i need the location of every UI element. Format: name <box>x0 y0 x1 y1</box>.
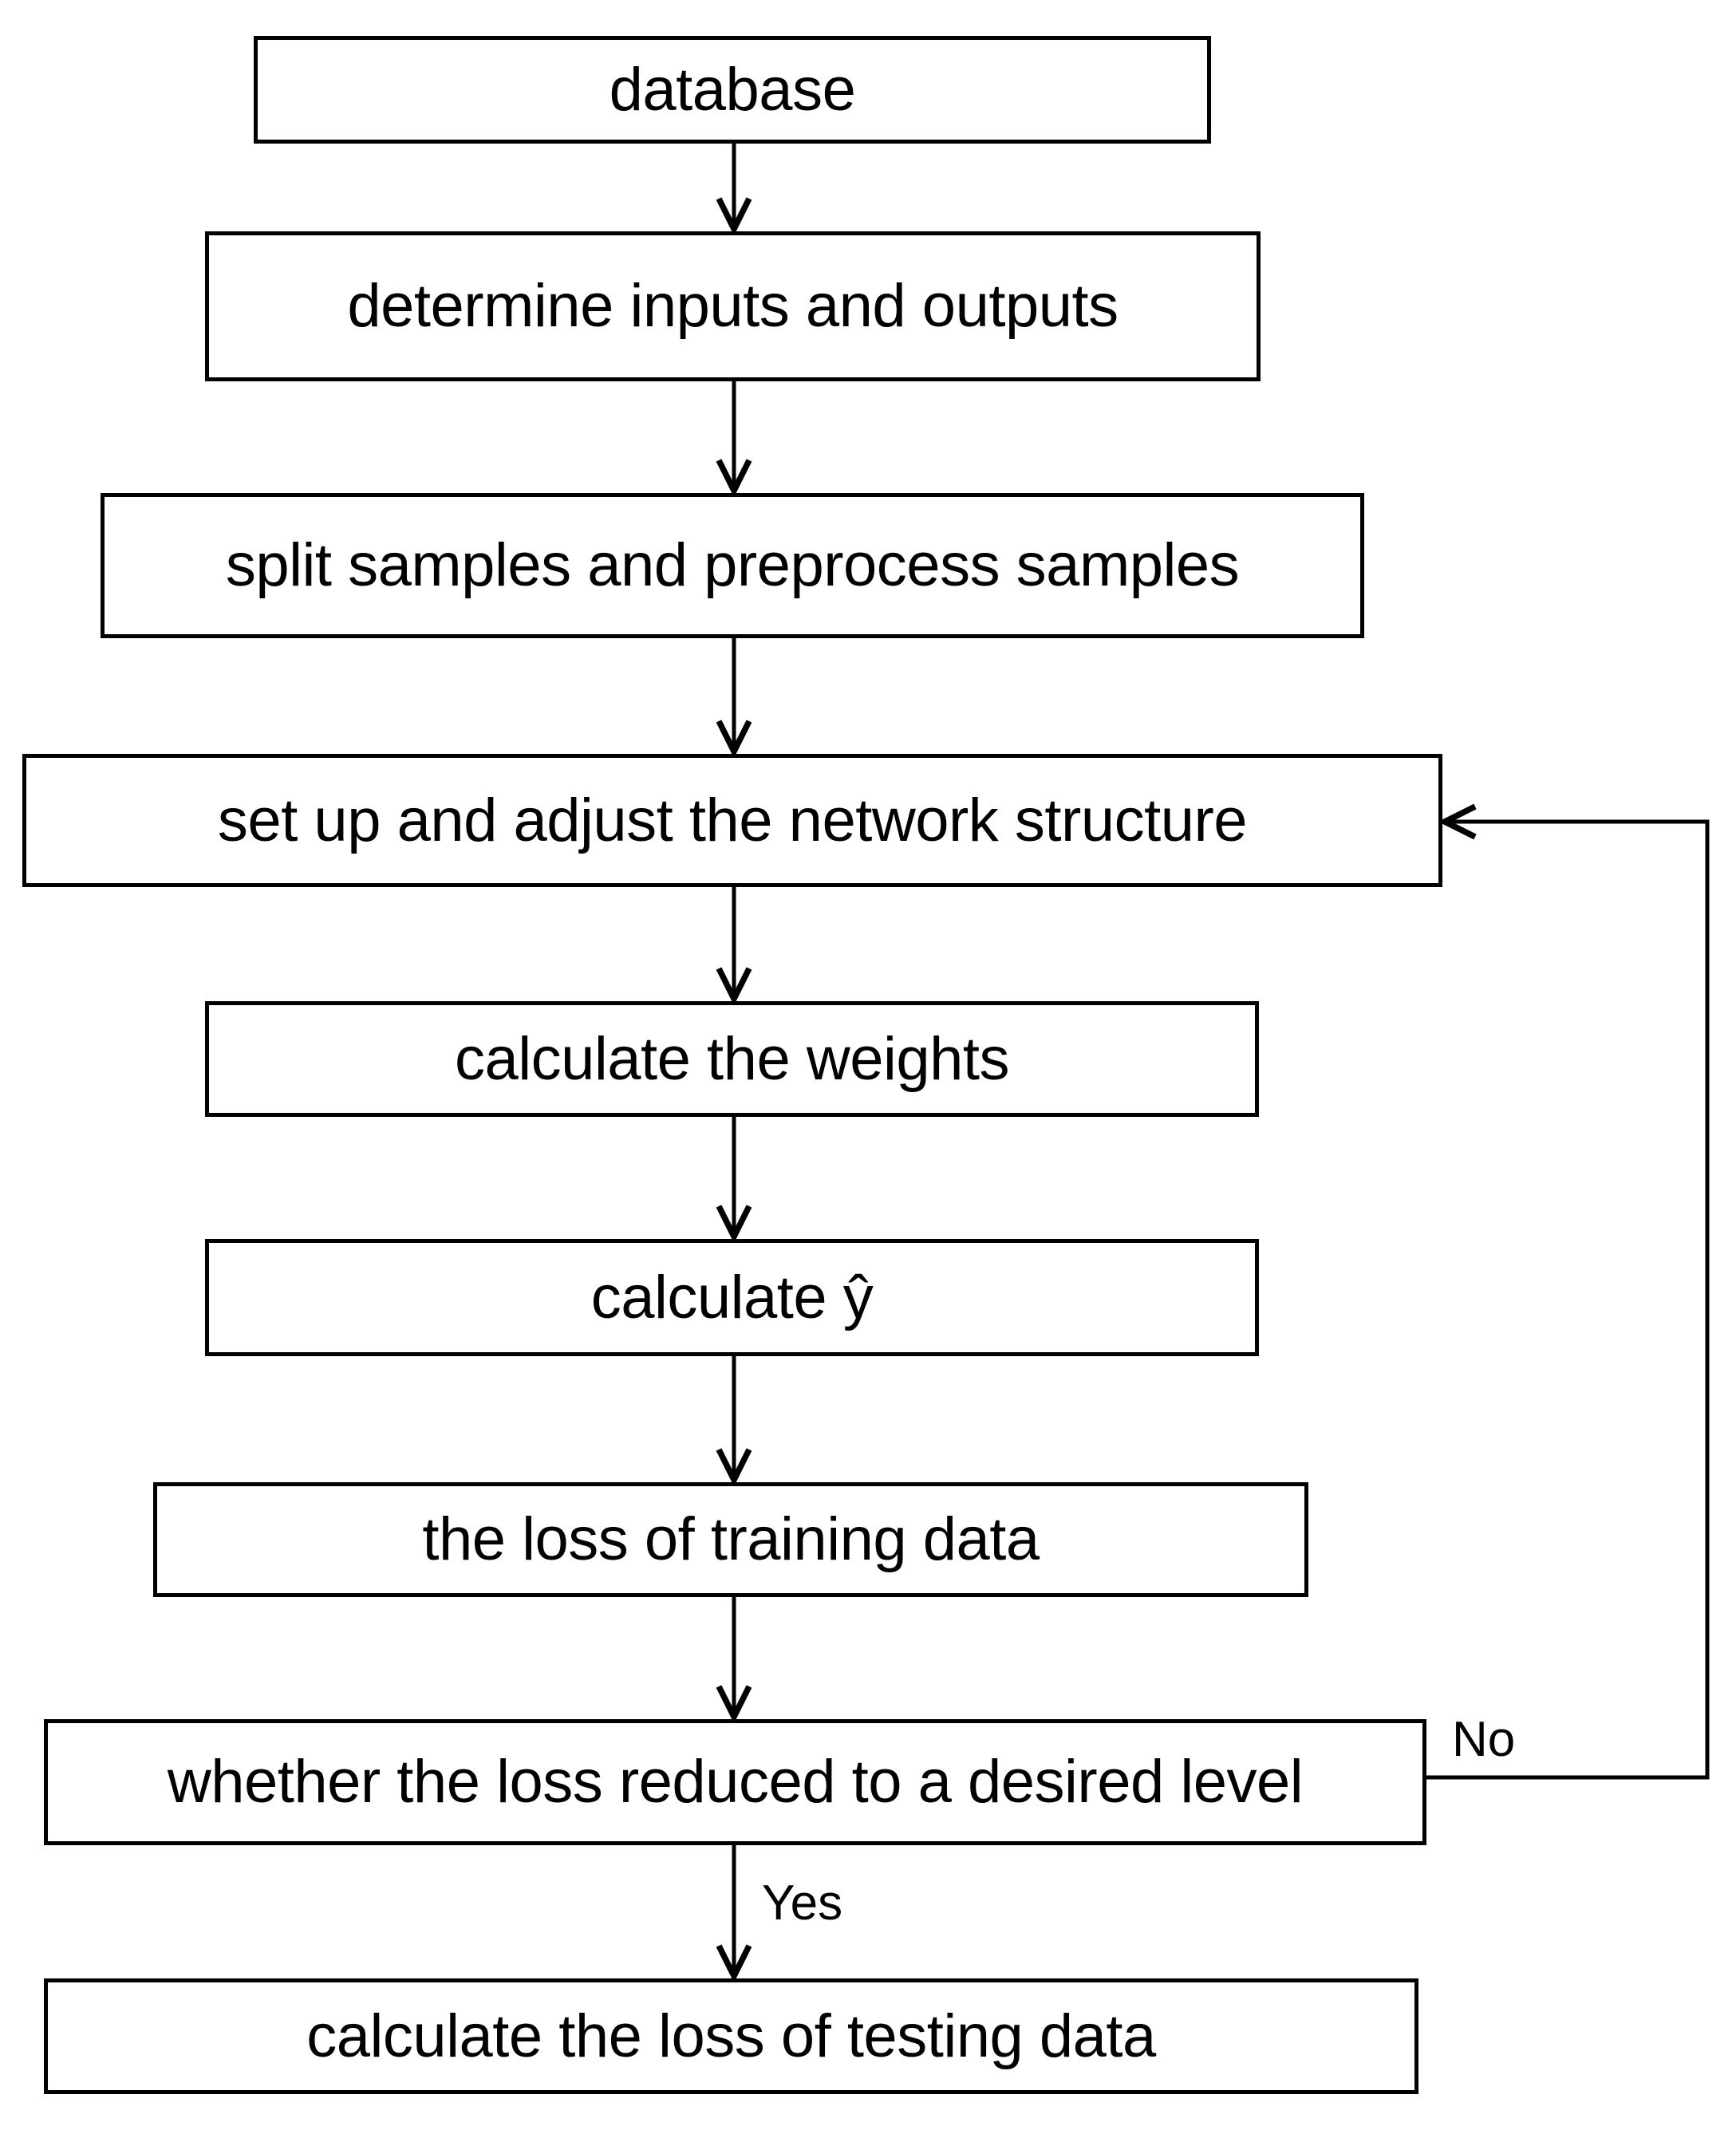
node-calculate-weights[interactable]: calculate the weights <box>205 1001 1259 1117</box>
node-split-preprocess-samples-label: split samples and preprocess samples <box>225 531 1240 600</box>
node-loss-training-data[interactable]: the loss of training data <box>153 1482 1308 1597</box>
node-calculate-loss-testing[interactable]: calculate the loss of testing data <box>44 1978 1418 2094</box>
node-calculate-weights-label: calculate the weights <box>454 1024 1010 1093</box>
node-split-preprocess-samples[interactable]: split samples and preprocess samples <box>101 493 1364 638</box>
node-calculate-yhat[interactable]: calculate ŷ <box>205 1239 1259 1356</box>
node-determine-inputs-outputs[interactable]: determine inputs and outputs <box>205 231 1261 381</box>
node-determine-inputs-outputs-label: determine inputs and outputs <box>347 272 1119 341</box>
node-loss-reduced-decision-label: whether the loss reduced to a desired le… <box>167 1748 1304 1816</box>
node-calculate-yhat-label: calculate ŷ <box>590 1263 874 1331</box>
node-loss-reduced-decision[interactable]: whether the loss reduced to a desired le… <box>44 1719 1426 1845</box>
node-setup-adjust-network-label: set up and adjust the network structure <box>217 786 1248 854</box>
node-database-label: database <box>609 55 856 124</box>
edge-label-no: No <box>1452 1712 1516 1767</box>
node-loss-training-data-label: the loss of training data <box>422 1505 1040 1574</box>
edge-label-yes: Yes <box>762 1876 843 1931</box>
node-setup-adjust-network[interactable]: set up and adjust the network structure <box>22 754 1442 887</box>
node-calculate-loss-testing-label: calculate the loss of testing data <box>306 2002 1156 2070</box>
connector-feedback-no <box>1426 822 1710 1780</box>
node-database[interactable]: database <box>254 36 1211 144</box>
